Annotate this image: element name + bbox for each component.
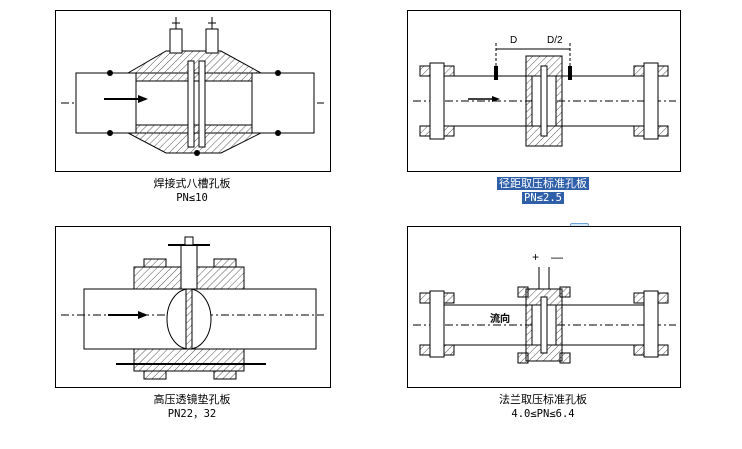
caption-pressure: PN≤2.5 (522, 192, 564, 204)
plus-mark: + (532, 250, 539, 264)
caption-lens-gasket-orifice: 高压透镜垫孔板 PN22，32 (55, 392, 329, 422)
radius-tap-orifice-drawing: D D/2 (413, 35, 676, 147)
dim-label-d-half: D/2 (547, 35, 563, 46)
diagram-panel-flange-tap-orifice: + — 流向 (407, 226, 681, 388)
caption-flange-tap-orifice: 法兰取压标准孔板 4.0≤PN≤6.4 (407, 392, 679, 422)
flow-direction-label: 流向 (490, 312, 510, 325)
minus-mark: — (551, 250, 563, 264)
caption-pressure: PN≤10 (176, 192, 208, 204)
caption-welded-orifice: 焊接式八槽孔板 PN≤10 (55, 176, 329, 206)
caption-title: 径距取压标准孔板 (497, 177, 589, 190)
diagram-panel-radius-tap-orifice: D D/2 (407, 10, 681, 172)
caption-pressure: PN22，32 (167, 408, 217, 420)
lens-gasket-orifice-drawing (61, 236, 324, 380)
caption-title: 焊接式八槽孔板 (153, 177, 231, 190)
diagram-panel-welded-orifice (55, 10, 331, 172)
flange-tap-orifice-drawing: + — 流向 (413, 250, 676, 364)
caption-title: 高压透镜垫孔板 (153, 393, 231, 406)
caption-radius-tap-orifice: 径距取压标准孔板 PN≤2.5 (407, 176, 679, 206)
diagram-panel-lens-gasket-orifice (55, 226, 331, 388)
caption-title: 法兰取压标准孔板 (499, 393, 587, 406)
caption-pressure: 4.0≤PN≤6.4 (511, 408, 575, 420)
dim-label-d: D (510, 35, 517, 46)
welded-orifice-drawing (61, 17, 324, 156)
